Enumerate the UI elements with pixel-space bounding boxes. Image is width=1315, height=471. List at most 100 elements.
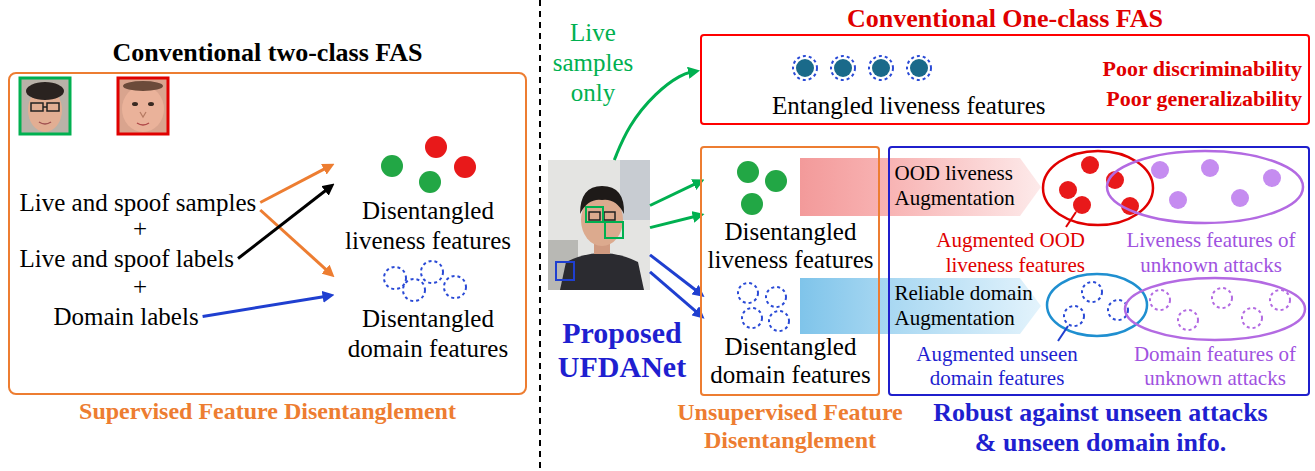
- arrow-shape-fill: [891, 278, 1041, 334]
- input-photo: [548, 160, 650, 290]
- spoof-face-image-part: [137, 123, 149, 125]
- domain-feature-circles: [384, 261, 466, 301]
- unknown-liveness-cluster: [1107, 151, 1303, 223]
- feature-group: Disentangled liveness features: [335, 132, 522, 256]
- photo-frame: Proposed UFDANet: [548, 160, 650, 290]
- live-face-image-part: [31, 103, 43, 111]
- disentangled-domain-circles-part: [742, 308, 762, 328]
- augmentation-arrow: OOD liveness Augmentation: [891, 158, 1041, 216]
- input-text: Live and spoof labels: [16, 244, 239, 274]
- unknown-liveness-cluster-part: [1151, 161, 1169, 179]
- drawback-text: Poor discriminability: [1103, 56, 1302, 82]
- live-face-image-part: [39, 122, 51, 124]
- input-photo-part: [620, 160, 650, 220]
- spoof-face-image-part: [132, 102, 138, 106]
- unknown-domain-cluster: [1125, 278, 1305, 340]
- feature-group: Disentangled domain features: [705, 280, 877, 389]
- panel-caption: Supervised Feature Disentanglement: [10, 397, 525, 425]
- live-face-image-part: [20, 78, 70, 134]
- entangled-feature-dots-part: [793, 56, 817, 80]
- plus-sign: +: [128, 214, 152, 244]
- input-photo-part: [560, 253, 644, 290]
- entangled-feature-dots-part: [869, 56, 893, 80]
- augmentation-arrow-tail: [800, 158, 891, 216]
- disentangled-domain-circles-part: [766, 287, 786, 307]
- disentangled-liveness-dots-part: [737, 161, 759, 183]
- spoof-face-image-part: [122, 86, 164, 132]
- input-photo-part: [586, 207, 603, 222]
- live-face-image: [20, 78, 70, 134]
- unknown-liveness-cluster-part: [1231, 189, 1249, 207]
- panel-box: Unsupervised Feature DisentanglementDise…: [700, 146, 880, 396]
- augmentation-arrow: Reliable domain Augmentation: [891, 278, 1041, 334]
- augmented-domain-cluster-part: [1082, 282, 1102, 302]
- disentangled-liveness-dots: [737, 161, 787, 215]
- augmented-liveness-cluster-part: [1066, 212, 1076, 227]
- unknown-domain-cluster-part: [1150, 290, 1170, 310]
- spoof-face-image-part: [148, 102, 154, 106]
- cluster-label: Augmented unseen domain features: [911, 342, 1083, 390]
- input-photo-part: [548, 160, 650, 290]
- entangled-feature-dots-part: [831, 56, 855, 80]
- connector-arrow: [614, 72, 692, 160]
- connector-arrow: [650, 183, 697, 206]
- spoof-face-image-part: [118, 78, 168, 134]
- domain-feature-circles-part: [403, 279, 425, 301]
- connector-arrow: [260, 210, 328, 272]
- input-item: Domain labels: [50, 302, 203, 332]
- disentangled-domain-circles-part: [769, 311, 789, 331]
- domain-feature-circles-part: [421, 261, 443, 283]
- entangled-feature-dots-part: [872, 59, 890, 77]
- plus-sign: +: [128, 272, 152, 302]
- liveness-feature-dots-part: [454, 156, 476, 178]
- feature-text: Entangled liveness features: [772, 92, 1046, 120]
- feature-text: Disentangled liveness features: [705, 218, 877, 274]
- unknown-domain-cluster-part: [1212, 288, 1232, 308]
- augmented-liveness-cluster-part: [1081, 156, 1099, 174]
- liveness-feature-dots: [381, 136, 476, 193]
- augmented-domain-cluster-part: [1047, 274, 1147, 336]
- entangled-feature-dots-part: [907, 56, 931, 80]
- augmented-liveness-cluster-part: [1073, 196, 1091, 214]
- augmentation-text: Reliable domain Augmentation: [891, 278, 1041, 334]
- liveness-feature-dots-part: [425, 136, 447, 158]
- input-photo-part: [605, 222, 623, 238]
- entangled-feature-dots-part: [910, 59, 928, 77]
- edge-label: Live samples only: [548, 18, 638, 108]
- unknown-domain-cluster-part: [1125, 278, 1305, 340]
- domain-feature-circles-part: [384, 267, 406, 289]
- cluster-label: Augmented OOD liveness features: [925, 228, 1085, 278]
- cluster-label: Domain features of unknown attacks: [1126, 342, 1304, 390]
- augmented-domain-cluster-part: [1058, 326, 1068, 341]
- entangled-feature-dots: [793, 56, 931, 80]
- entangled-feature-dots-part: [834, 59, 852, 77]
- liveness-feature-dots-part: [381, 155, 403, 177]
- liveness-feature-dots-part: [419, 171, 441, 193]
- connector-arrow: [650, 255, 698, 292]
- disentangled-domain-circles-part: [738, 283, 758, 303]
- unknown-liveness-cluster-part: [1107, 151, 1303, 223]
- unknown-liveness-cluster-part: [1169, 191, 1187, 209]
- feature-group: Disentangled liveness features: [705, 155, 877, 274]
- input-text: Live and spoof samples: [16, 188, 261, 218]
- disentangled-liveness-dots-part: [741, 193, 763, 215]
- entangled-feature-dots-part: [796, 59, 814, 77]
- augmentation-text: OOD liveness Augmentation: [891, 158, 1041, 214]
- unknown-domain-cluster-part: [1270, 290, 1290, 310]
- panel-caption: Robust against unseen attacks & unseen d…: [928, 398, 1273, 458]
- live-face-image-part: [26, 82, 64, 100]
- input-item: Live and spoof labels: [16, 244, 239, 274]
- panel-title: Conventional two-class FAS: [10, 38, 525, 68]
- feature-text: Disentangled liveness features: [335, 196, 522, 256]
- arrow-shape-fill: [891, 158, 1041, 216]
- live-face-image-part: [43, 106, 47, 108]
- feature-group: Disentangled domain features: [335, 260, 522, 364]
- panel-box: Conventional two-class FASSupervised Fea…: [8, 72, 527, 395]
- input-photo-part: [589, 212, 600, 220]
- feature-text: Disentangled domain features: [705, 333, 877, 389]
- augmented-domain-cluster-part: [1064, 306, 1084, 326]
- connector-arrow: [650, 272, 698, 314]
- disentangled-liveness-dots-part: [765, 170, 787, 192]
- input-item: Live and spoof samples: [16, 188, 261, 218]
